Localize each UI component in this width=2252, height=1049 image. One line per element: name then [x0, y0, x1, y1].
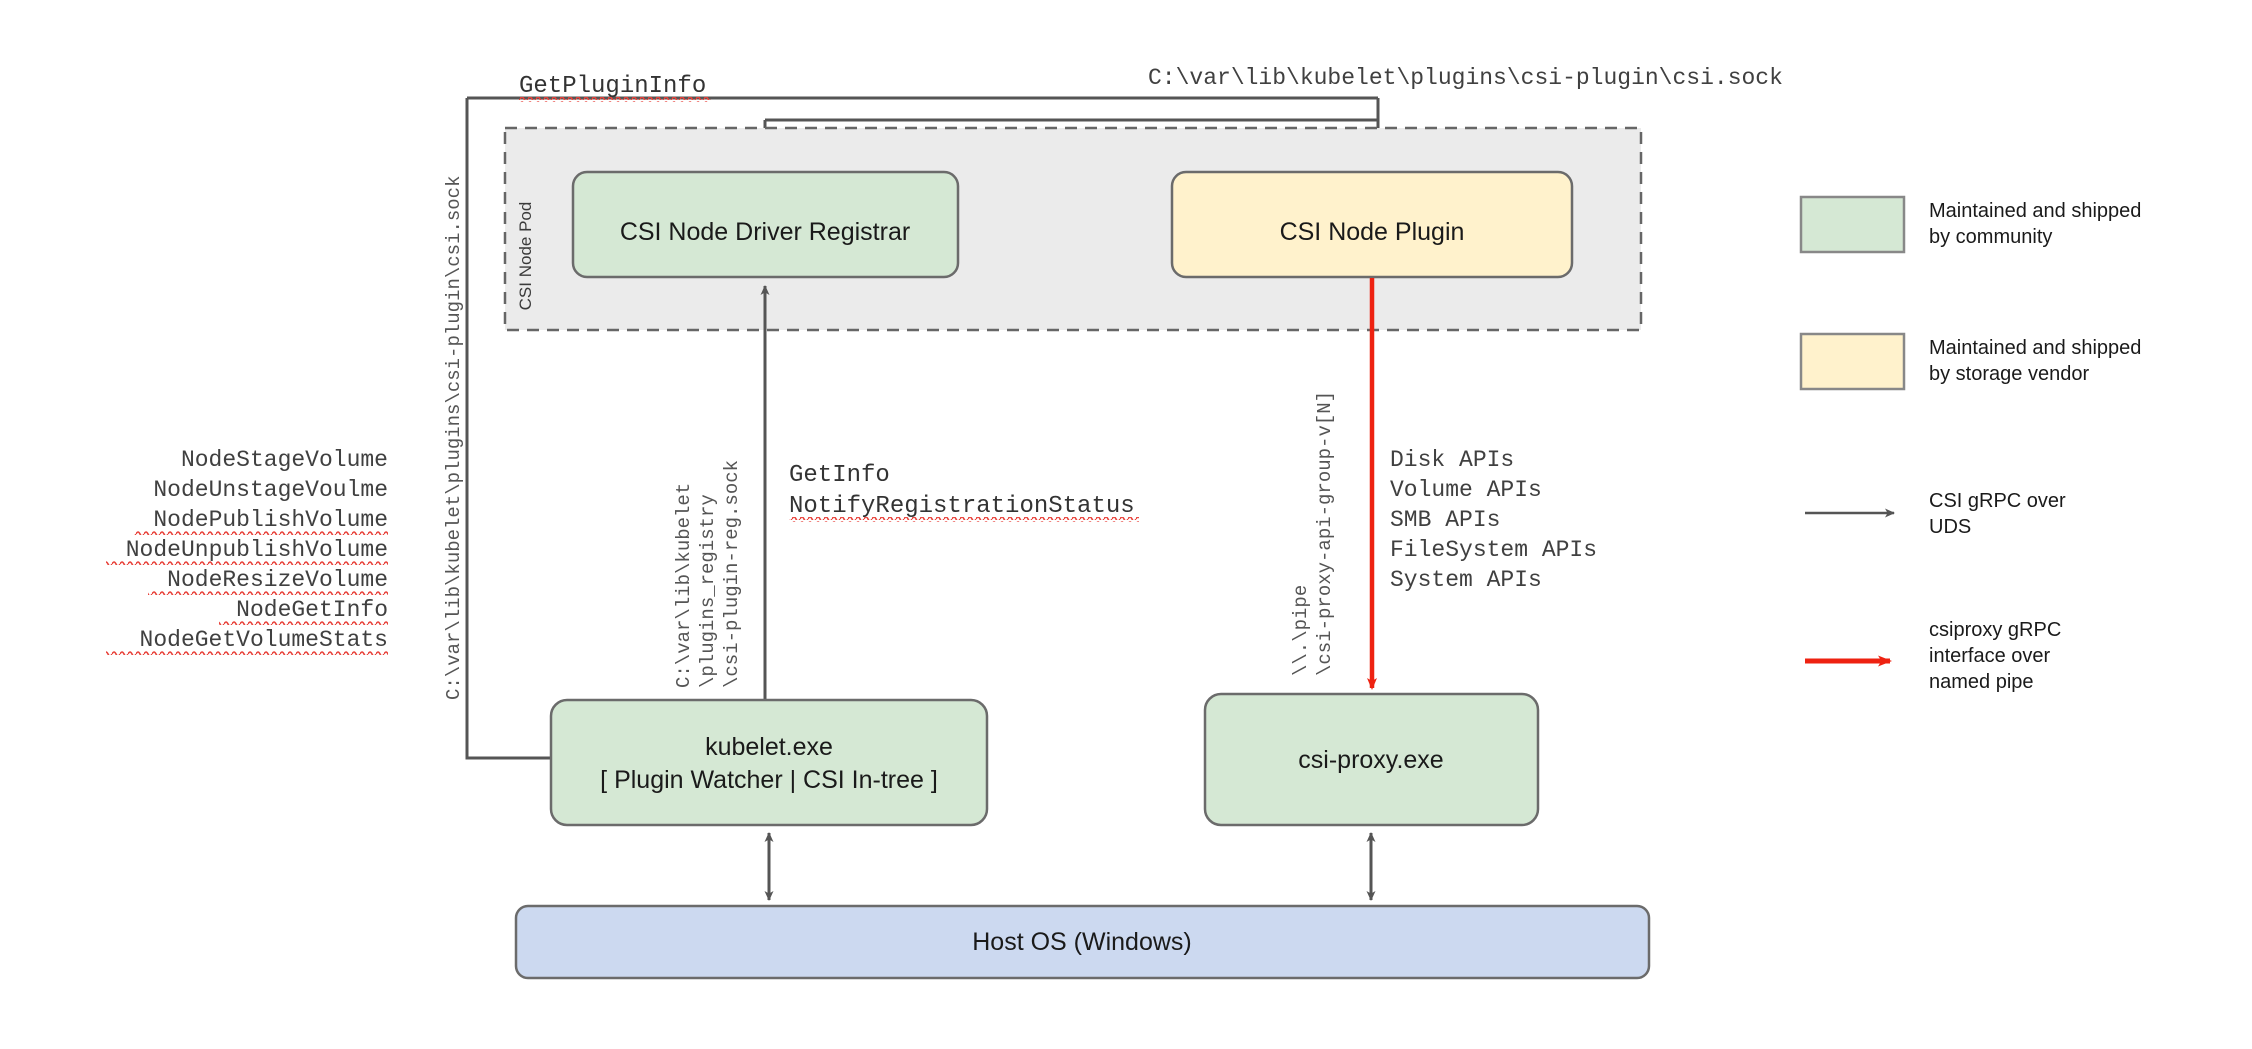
node-api-item-3: NodeUnpublishVolume: [126, 537, 388, 563]
node-plugin-label: CSI Node Plugin: [1280, 218, 1465, 246]
reg-sock-vertical-line-3: \csi-plugin-reg.sock: [721, 460, 743, 688]
node-kubelet-exe: kubelet.exe [ Plugin Watcher | CSI In-tr…: [549, 698, 989, 827]
node-csi-proxy-label: csi-proxy.exe: [1298, 746, 1443, 774]
proxy-api-item-1: Volume APIs: [1390, 477, 1542, 503]
node-api-item-1: NodeUnstageVoulme: [153, 477, 388, 503]
label-csi-sock-top: C:\var\lib\kubelet\plugins\csi-plugin\cs…: [1148, 65, 1783, 91]
get-info-text: GetInfo: [789, 462, 890, 489]
legend-pipe-line2: interface over: [1929, 645, 2051, 667]
node-registrar-label: CSI Node Driver Registrar: [620, 218, 910, 246]
node-api-item-2: NodePublishVolume: [153, 507, 388, 533]
label-getinfo-group: GetInfo NotifyRegistrationStatus: [789, 462, 1139, 522]
legend-swatch-community: Maintained and shipped by community: [1799, 195, 2141, 254]
legend-vendor-line2: by storage vendor: [1929, 363, 2089, 385]
node-api-item-4: NodeResizeVolume: [167, 567, 388, 593]
node-host-os: Host OS (Windows): [514, 904, 1651, 980]
node-api-item-0: NodeStageVolume: [181, 447, 388, 473]
csi-sock-vertical-text: C:\var\lib\kubelet\plugins\csi-plugin\cs…: [443, 176, 465, 701]
legend-arrow-csiproxy-named-pipe: csiproxy gRPC interface over named pipe: [1805, 619, 2061, 693]
label-reg-sock-vertical: C:\var\lib\kubelet \plugins_registry \cs…: [673, 460, 743, 688]
node-kubelet-label-line2: [ Plugin Watcher | CSI In-tree ]: [600, 766, 938, 794]
proxy-api-item-0: Disk APIs: [1390, 447, 1514, 473]
named-pipe-vertical-line-1: \\.\pipe: [1290, 585, 1312, 676]
node-host-os-label: Host OS (Windows): [972, 928, 1191, 956]
legend-community-line2: by community: [1929, 226, 2052, 248]
legend-swatch-storage-vendor: Maintained and shipped by storage vendor: [1799, 332, 2141, 391]
proxy-api-item-4: System APIs: [1390, 567, 1542, 593]
legend-community-line1: Maintained and shipped: [1929, 200, 2141, 222]
get-plugin-info-text: GetPluginInfo: [519, 73, 706, 100]
label-named-pipe-vertical: \\.\pipe \csi-proxy-api-group-v[N]: [1290, 391, 1336, 676]
legend-pipe-line3: named pipe: [1929, 671, 2034, 693]
legend-arrow-csi-grpc-uds: CSI gRPC over UDS: [1805, 490, 2066, 538]
reg-sock-vertical-line-1: C:\var\lib\kubelet: [673, 483, 695, 688]
reg-sock-vertical-line-2: \plugins_registry: [697, 494, 719, 688]
legend-uds-line1: CSI gRPC over: [1929, 490, 2066, 512]
node-api-list: NodeStageVolume NodeUnstageVoulme NodePu…: [106, 447, 388, 656]
node-csi-node-driver-registrar: CSI Node Driver Registrar: [571, 170, 960, 279]
legend-vendor-line1: Maintained and shipped: [1929, 337, 2141, 359]
label-csi-sock-vertical: C:\var\lib\kubelet\plugins\csi-plugin\cs…: [443, 176, 465, 701]
proxy-api-list: Disk APIs Volume APIs SMB APIs FileSyste…: [1390, 447, 1597, 593]
label-get-plugin-info: GetPluginInfo: [519, 73, 711, 102]
legend-uds-line2: UDS: [1929, 516, 1971, 538]
legend-pipe-line1: csiproxy gRPC: [1929, 619, 2061, 641]
node-kubelet-label-line1: kubelet.exe: [705, 733, 833, 761]
notify-registration-status-text: NotifyRegistrationStatus: [789, 493, 1135, 520]
csi-node-pod-label: CSI Node Pod: [516, 202, 535, 311]
named-pipe-vertical-line-2: \csi-proxy-api-group-v[N]: [1314, 391, 1336, 676]
node-csi-node-plugin: CSI Node Plugin: [1170, 170, 1574, 279]
node-api-item-5: NodeGetInfo: [236, 597, 388, 623]
proxy-api-item-2: SMB APIs: [1390, 507, 1500, 533]
proxy-api-item-3: FileSystem APIs: [1390, 537, 1597, 563]
legend: Maintained and shipped by community Main…: [1799, 195, 2141, 693]
node-api-item-6: NodeGetVolumeStats: [140, 627, 388, 653]
node-csi-proxy-exe: csi-proxy.exe: [1203, 692, 1540, 827]
csi-sock-top-text: C:\var\lib\kubelet\plugins\csi-plugin\cs…: [1148, 65, 1783, 91]
